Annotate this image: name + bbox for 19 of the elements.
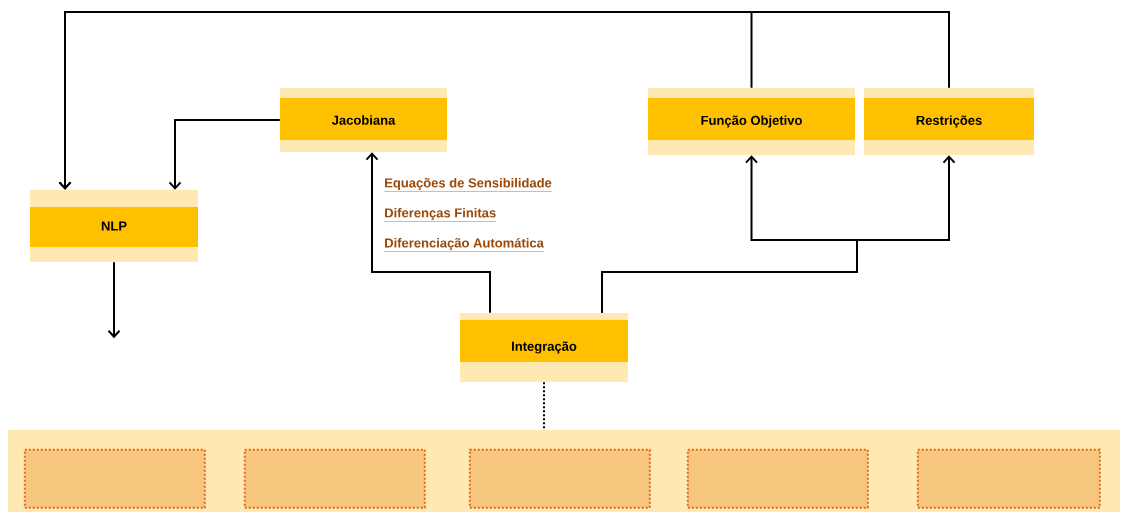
- dotted-box: [243, 448, 426, 509]
- dotted-box: [468, 448, 651, 509]
- method-label: Equações de Sensibilidade: [384, 177, 553, 192]
- dotted-box: [916, 448, 1101, 509]
- process-box: Função Objetivo: [648, 88, 855, 155]
- arrow: [58, 11, 950, 190]
- process-box: NLP: [30, 190, 198, 262]
- dotted-box: [23, 448, 206, 509]
- arrow: [107, 261, 121, 339]
- method-label: Diferenças Finitas: [384, 207, 497, 222]
- arrow: [365, 152, 491, 314]
- dotted-box: [686, 448, 869, 509]
- connector-line: [543, 381, 545, 431]
- process-box: Integração: [460, 313, 628, 382]
- arrow: [601, 155, 956, 314]
- process-box: Restrições: [864, 88, 1034, 155]
- process-box: Jacobiana: [280, 88, 447, 152]
- method-label: Diferenciação Automática: [384, 237, 545, 252]
- arrow: [168, 119, 281, 190]
